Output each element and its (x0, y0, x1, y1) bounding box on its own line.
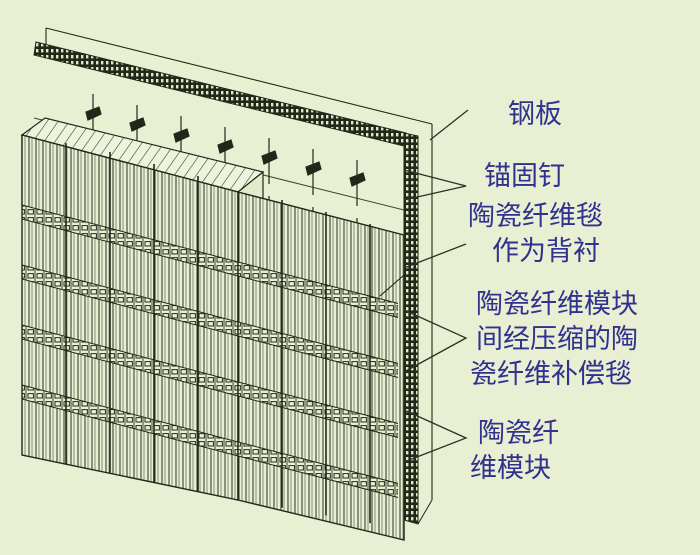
leader-compensation (403, 309, 468, 373)
label-module-1: 陶瓷纤 (478, 418, 559, 449)
module-wall-front (21, 134, 239, 501)
label-blanket-backing-1: 陶瓷纤维毯 (468, 201, 603, 232)
compensation-blanket-bands-side (238, 261, 398, 500)
label-compensation-3: 瓷纤维补偿毯 (470, 359, 632, 390)
label-blanket-backing-2: 作为背衬 (492, 236, 600, 267)
module-wall-side (237, 191, 405, 541)
leader-module (403, 409, 468, 463)
compensation-blanket-bands (22, 204, 238, 457)
leader-lines (403, 109, 469, 463)
label-compensation-1: 陶瓷纤维模块 (476, 289, 638, 320)
leader-anchor-pin (403, 169, 467, 201)
module-end-cap (379, 274, 405, 540)
label-module-2: 维模块 (470, 453, 551, 484)
label-anchor-pin: 锚固钉 (484, 161, 565, 192)
label-compensation-2: 间经压缩的陶 (476, 324, 638, 355)
leader-blanket-backing (403, 243, 467, 269)
leader-steel-plate (429, 109, 469, 141)
label-steel-plate: 钢板 (508, 99, 562, 130)
